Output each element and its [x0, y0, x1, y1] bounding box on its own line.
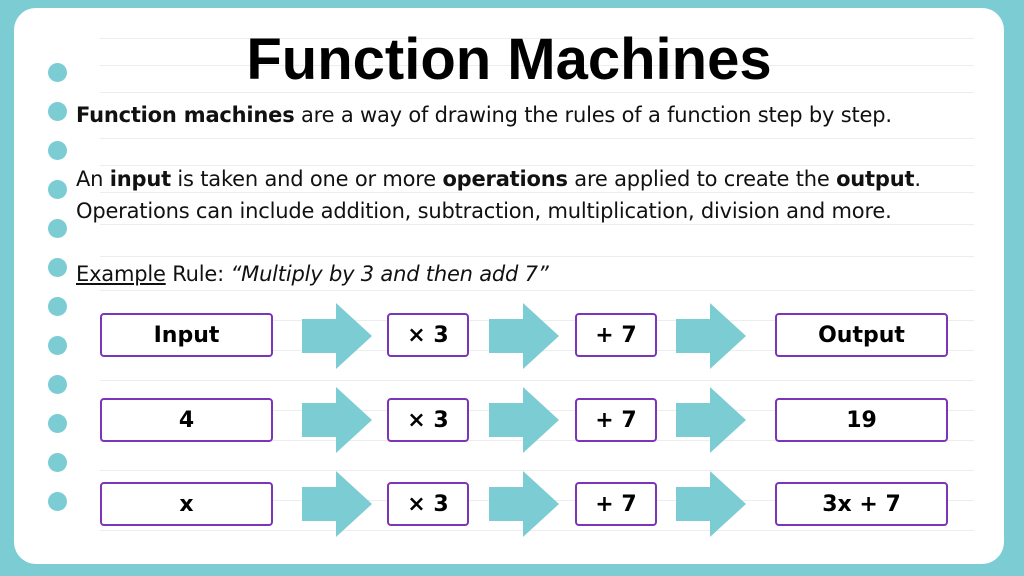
binder-dot — [48, 297, 67, 316]
binder-dot — [48, 219, 67, 238]
output-box: 19 — [775, 398, 948, 442]
binder-dot — [48, 414, 67, 433]
arrow-right-icon — [302, 303, 372, 369]
arrow-right-icon — [676, 471, 746, 537]
notebook-line — [100, 165, 974, 166]
binder-dot — [48, 180, 67, 199]
operations-paragraph: Operations can include addition, subtrac… — [76, 199, 892, 223]
input-box: 4 — [100, 398, 273, 442]
notebook-line — [100, 38, 974, 39]
notebook-line — [100, 92, 974, 93]
arrow-right-icon — [302, 471, 372, 537]
notebook-line — [100, 290, 974, 291]
page-title: Function Machines — [246, 27, 772, 92]
notebook-line — [100, 440, 974, 441]
input-box: x — [100, 482, 273, 526]
multiply-operation-box: × 3 — [387, 313, 469, 357]
add-operation-box: + 7 — [575, 398, 657, 442]
output-keyword: output — [836, 167, 915, 191]
input-box: Input — [100, 313, 273, 357]
explanation-text: are applied to create the — [567, 167, 837, 191]
notebook-line — [100, 380, 974, 381]
arrow-right-icon — [302, 387, 372, 453]
arrow-right-icon — [676, 387, 746, 453]
add-operation-box: + 7 — [575, 313, 657, 357]
intro-text: are a way of drawing the rules of a func… — [294, 103, 892, 127]
input-keyword: input — [109, 167, 171, 191]
notebook-line — [100, 224, 974, 225]
multiply-operation-box: × 3 — [387, 482, 469, 526]
multiply-operation-box: × 3 — [387, 398, 469, 442]
binder-dot — [48, 258, 67, 277]
notebook-line — [100, 192, 974, 193]
rule-prefix: Rule: — [165, 262, 231, 286]
arrow-right-icon — [489, 471, 559, 537]
binder-dot — [48, 453, 67, 472]
rule-text: “Multiply by 3 and then add 7” — [230, 262, 549, 286]
binder-dot — [48, 375, 67, 394]
notebook-line — [100, 256, 974, 257]
intro-term: Function machines — [76, 103, 295, 127]
explanation-text: An — [76, 167, 110, 191]
explanation-paragraph: An input is taken and one or more operat… — [76, 167, 921, 191]
arrow-right-icon — [489, 303, 559, 369]
intro-paragraph: Function machines are a way of drawing t… — [76, 103, 892, 127]
arrow-right-icon — [676, 303, 746, 369]
arrow-right-icon — [489, 387, 559, 453]
binder-dot — [48, 63, 67, 82]
binder-dot — [48, 336, 67, 355]
notebook-line — [100, 470, 974, 471]
worksheet-card: Function Machines Function machines are … — [14, 8, 1004, 564]
operations-keyword: operations — [442, 167, 568, 191]
binder-dot — [48, 102, 67, 121]
explanation-text: is taken and one or more — [170, 167, 443, 191]
binder-dot — [48, 492, 67, 511]
add-operation-box: + 7 — [575, 482, 657, 526]
notebook-line — [100, 138, 974, 139]
example-label: Example — [76, 262, 166, 286]
example-rule: Example Rule: “Multiply by 3 and then ad… — [76, 262, 549, 286]
notebook-line — [100, 530, 974, 531]
output-box: Output — [775, 313, 948, 357]
output-box: 3x + 7 — [775, 482, 948, 526]
binder-dot — [48, 141, 67, 160]
explanation-text: . — [914, 167, 921, 191]
notebook-line — [100, 65, 974, 66]
